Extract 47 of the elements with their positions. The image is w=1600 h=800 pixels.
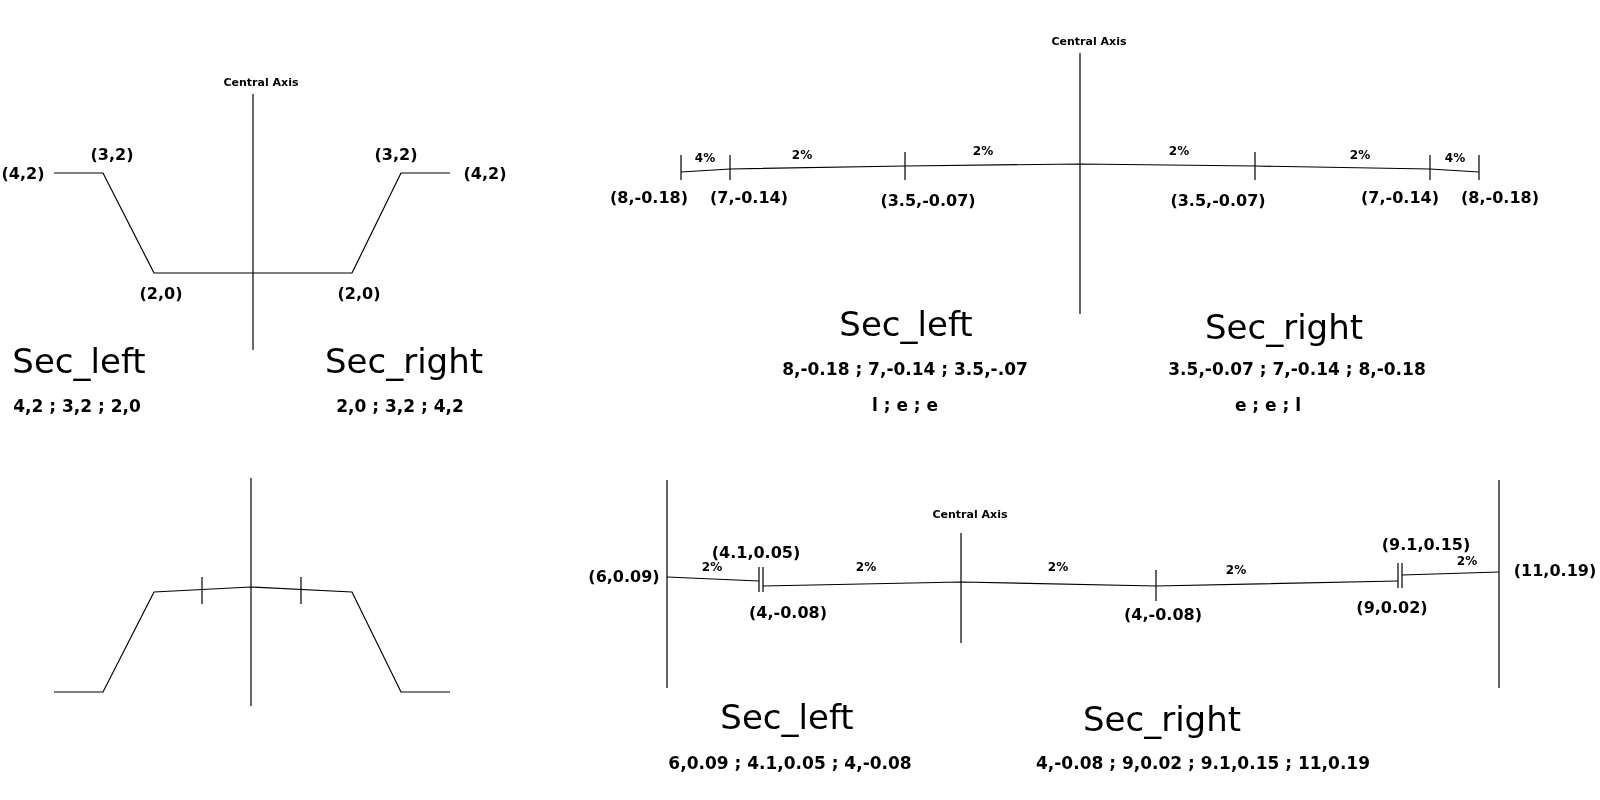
coordinate-label: (7,-0.14) [1361, 189, 1439, 207]
coordinate-label: (7,-0.14) [710, 189, 788, 207]
axis-label: Central Axis [1051, 35, 1127, 49]
coordinate-label: (3,2) [374, 146, 418, 164]
slope-label: 2% [1349, 149, 1371, 163]
coordinate-label: (3.5,-0.07) [880, 192, 976, 210]
coordinate-label: (8,-0.18) [610, 189, 688, 207]
slope-label: 4% [1444, 152, 1466, 166]
section-title: Sec_right [1082, 701, 1242, 739]
coordinate-label: (4.1,0.05) [711, 544, 801, 562]
slope-label: 2% [1047, 561, 1069, 575]
coordinate-label: (4,-0.08) [1124, 606, 1202, 624]
coordinate-label: (9,0.02) [1356, 599, 1428, 617]
coordinate-label: (4,2) [463, 165, 507, 183]
coordinate-list: 2,0 ; 3,2 ; 4,2 [336, 396, 464, 416]
coordinate-list: 6,0.09 ; 4.1,0.05 ; 4,-0.08 [668, 753, 912, 773]
coordinate-list: 8,-0.18 ; 7,-0.14 ; 3.5,-.07 [782, 359, 1028, 379]
slope-label: 2% [1168, 145, 1190, 159]
coordinate-label: (3,2) [90, 146, 134, 164]
section-title: Sec_left [12, 343, 146, 381]
slope-label: 2% [701, 561, 723, 575]
layer-code-list: l ; e ; e [871, 395, 939, 415]
section-title: Sec_right [324, 343, 484, 381]
coordinate-label: (3.5,-0.07) [1170, 192, 1266, 210]
coordinate-label: (4,2) [1, 165, 45, 183]
coordinate-label: (2,0) [139, 285, 183, 303]
coordinate-label: (9.1,0.15) [1381, 536, 1471, 554]
layer-code-list: e ; e ; l [1234, 395, 1302, 415]
coordinate-list: 4,-0.08 ; 9,0.02 ; 9.1,0.15 ; 11,0.19 [1036, 753, 1370, 773]
coordinate-label: (2,0) [337, 285, 381, 303]
coordinate-label: (8,-0.18) [1461, 189, 1539, 207]
coordinate-label: (4,-0.08) [749, 604, 827, 622]
slope-label: 2% [1225, 564, 1247, 578]
coordinate-label: (6,0.09) [588, 568, 660, 586]
slope-label: 2% [855, 561, 877, 575]
slope-label: 4% [694, 152, 716, 166]
section-title: Sec_left [720, 699, 854, 737]
coordinate-list: 4,2 ; 3,2 ; 2,0 [13, 396, 141, 416]
axis-label: Central Axis [932, 508, 1008, 522]
coordinate-list: 3.5,-0.07 ; 7,-0.14 ; 8,-0.18 [1168, 359, 1426, 379]
axis-label: Central Axis [223, 76, 299, 90]
coordinate-label: (11,0.19) [1513, 562, 1597, 580]
slope-label: 2% [972, 145, 994, 159]
section-title: Sec_right [1204, 309, 1364, 347]
slope-label: 2% [1456, 555, 1478, 569]
slope-label: 2% [791, 149, 813, 163]
section-title: Sec_left [839, 306, 973, 344]
